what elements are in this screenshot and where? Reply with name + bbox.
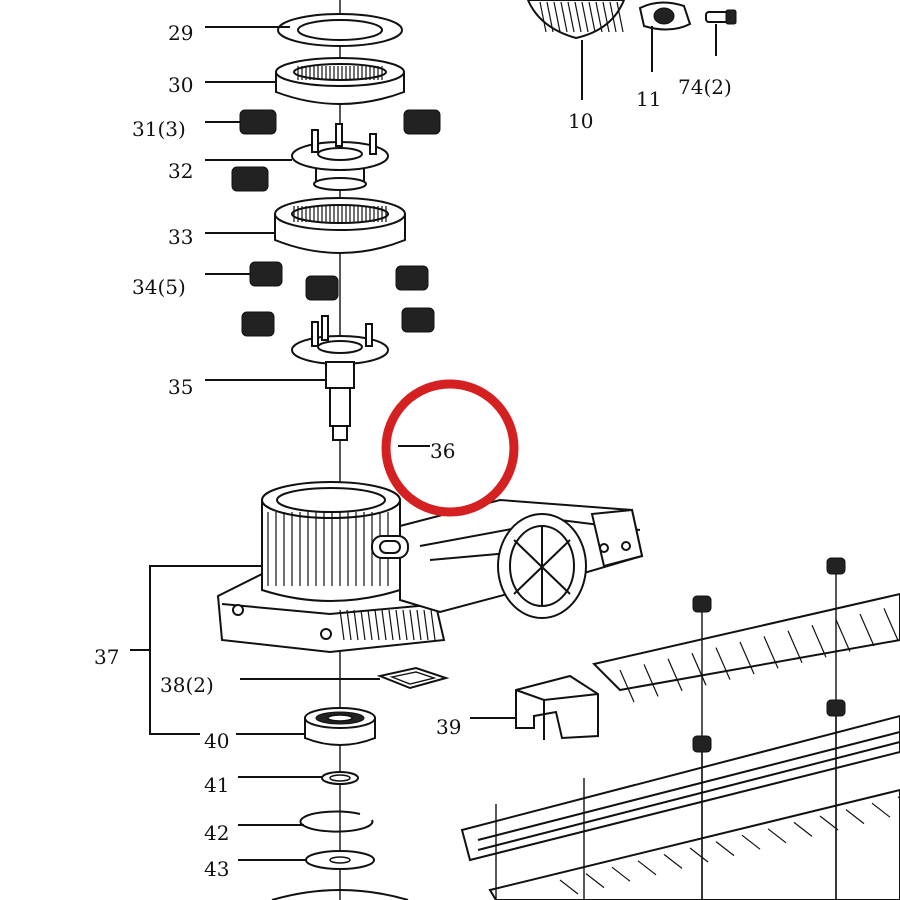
label-10: 10 (568, 109, 593, 133)
label-33: 33 (168, 225, 193, 249)
part-11-bushing (640, 2, 690, 72)
part-74-screw (706, 10, 736, 56)
label-40: 40 (204, 729, 229, 753)
label-30: 30 (168, 73, 193, 97)
label-31: 31(3) (132, 117, 186, 141)
label-37: 37 (94, 645, 119, 669)
part-40-bearing (236, 708, 375, 745)
label-29: 29 (168, 21, 193, 45)
label-34: 34(5) (132, 275, 186, 299)
part-43-washer (238, 851, 374, 869)
part-42-circlip (238, 812, 372, 832)
part-30-ring-gear (205, 58, 404, 104)
label-32: 32 (168, 159, 193, 183)
part-38-gasket (240, 668, 446, 688)
part-10-fan (528, 0, 624, 100)
part-34-rollers (205, 262, 434, 336)
part-33-ring-gear (205, 198, 405, 253)
callout-labels: 29 30 31(3) 32 33 34(5) 35 36 37 38(2) 3… (94, 21, 732, 881)
label-38: 38(2) (160, 673, 214, 697)
part-35-carrier-shaft (205, 316, 388, 440)
label-39: 39 (436, 715, 461, 739)
label-36: 36 (430, 439, 455, 463)
label-35: 35 (168, 375, 193, 399)
part-41-ring (238, 772, 358, 784)
part-39-clip (470, 676, 598, 740)
part-29-washer (205, 14, 402, 46)
label-41: 41 (204, 773, 229, 797)
label-74: 74(2) (678, 75, 732, 99)
label-42: 42 (204, 821, 229, 845)
label-11: 11 (636, 87, 661, 111)
label-43: 43 (204, 857, 229, 881)
